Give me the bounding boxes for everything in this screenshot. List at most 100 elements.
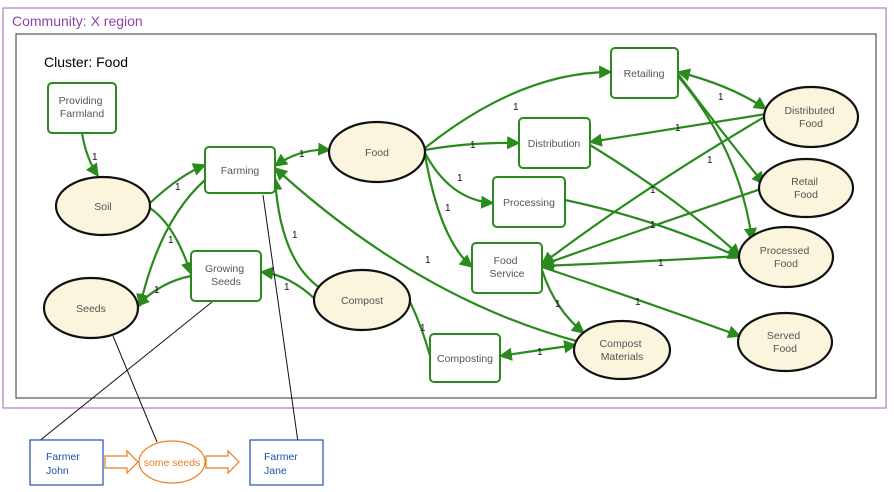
edge-number: 1	[537, 347, 543, 358]
edge-food-food-service	[423, 154, 474, 268]
edge-compost-materials-farming	[274, 167, 581, 344]
edge-food-processing	[424, 152, 495, 209]
farmer-jane-label: Farmer Jane	[264, 451, 301, 477]
label-line: Providing	[59, 95, 103, 107]
label-processing: Processing	[503, 197, 555, 209]
label-line: Compost	[600, 338, 642, 350]
label-line: Service	[489, 268, 524, 280]
node-soil	[54, 175, 152, 237]
label-line: Farmer	[264, 451, 298, 463]
label-line: Served	[767, 330, 800, 342]
edge-number: 1	[420, 323, 426, 334]
edge-farming-food	[273, 142, 332, 167]
edge-number: 1	[299, 149, 305, 160]
edge-distributed-food-food-service	[540, 115, 767, 265]
cluster-title: Cluster: Food	[44, 54, 128, 70]
edge-number-layer: 1 1 1 1 1 1 1 1 1 1 1 1 1 1 1 1 1 1 1 1 …	[92, 92, 724, 358]
edge-retailing-processed-food	[677, 75, 757, 242]
edge-soil-farming	[149, 163, 207, 204]
edge-number: 1	[718, 92, 724, 103]
edge-farmland-soil	[80, 132, 99, 178]
label-line: Food	[774, 258, 798, 270]
node-seeds	[42, 276, 140, 340]
edge-compost-farming	[269, 176, 321, 289]
label-distribution: Distribution	[528, 138, 581, 150]
edge-number: 1	[513, 102, 519, 113]
node-compost	[312, 268, 412, 332]
node-distribution	[518, 117, 591, 169]
label-retailing: Retailing	[624, 68, 665, 80]
label-food: Food	[365, 147, 389, 159]
label-composting: Composting	[437, 353, 493, 365]
edge-number: 1	[292, 230, 298, 241]
node-compost-materials	[572, 319, 672, 381]
node-served-food	[736, 311, 834, 373]
edge-distribution-processed-food	[589, 144, 741, 257]
edge-food-service-compost-materials	[540, 269, 586, 334]
label-retail-food: Retail Food	[791, 176, 821, 201]
line-farming-farmer-jane	[262, 194, 299, 443]
farmer-john-box	[29, 439, 104, 486]
label-line: Seeds	[211, 276, 241, 288]
edge-food-retailing	[424, 65, 613, 149]
line-seeds-some-seeds	[112, 335, 158, 443]
label-line: Farmer	[46, 451, 80, 463]
edge-number: 1	[650, 220, 656, 231]
edge-food-service-served-food	[541, 265, 742, 339]
node-farming	[204, 146, 276, 194]
label-line: Growing	[205, 263, 244, 275]
edge-number: 1	[92, 152, 98, 163]
label-food-service: Food Service	[489, 255, 524, 280]
edge-number: 1	[168, 235, 174, 246]
node-processed-food	[737, 225, 835, 289]
farmer-john-label: Farmer John	[46, 451, 83, 477]
edge-number: 1	[445, 203, 451, 214]
some-seeds-ellipse	[138, 440, 206, 484]
community-frame	[2, 7, 887, 409]
label-line: Materials	[601, 351, 644, 363]
edge-number: 1	[658, 258, 664, 269]
node-label-layer: Providing Farmland Soil Seeds Farming Gr…	[59, 68, 835, 365]
node-distributed-food	[762, 85, 860, 149]
label-line: Food	[799, 118, 823, 130]
edge-number: 1	[425, 255, 431, 266]
label-served-food: Served Food	[767, 330, 803, 355]
label-line: Food	[794, 189, 818, 201]
community-title: Community: X region	[12, 13, 143, 29]
node-retail-food	[757, 157, 855, 219]
label-line: Jane	[264, 465, 287, 477]
label-seeds: Seeds	[76, 303, 106, 315]
label-compost: Compost	[341, 295, 383, 307]
edge-soil-growing-seeds	[149, 207, 194, 276]
edge-number: 1	[470, 140, 476, 151]
resource-nodes	[42, 85, 860, 381]
label-providing-farmland: Providing Farmland	[59, 95, 106, 120]
edge-food-distribution	[424, 136, 521, 152]
arrow-john-to-seeds	[104, 449, 139, 475]
edge-farming-seeds	[136, 179, 206, 308]
edge-number: 1	[175, 182, 181, 193]
edge-number: 1	[284, 282, 290, 293]
label-line: Retail	[791, 176, 818, 188]
edge-number: 1	[707, 155, 713, 166]
edge-number: 1	[675, 123, 681, 134]
label-line: Food	[494, 255, 518, 267]
edge-compost-growing-seeds	[259, 266, 317, 301]
label-processed-food: Processed Food	[760, 245, 813, 270]
label-line: Farmland	[60, 108, 105, 120]
some-seeds-label: some seeds	[144, 457, 201, 469]
label-farming: Farming	[221, 165, 260, 177]
node-composting	[429, 333, 501, 383]
edge-number: 1	[154, 285, 160, 296]
label-line: John	[46, 465, 69, 477]
edge-processed-food-food-service	[540, 254, 741, 273]
node-processing	[492, 176, 566, 228]
node-food-service	[471, 242, 543, 294]
edge-distributed-food-distribution	[588, 112, 767, 147]
label-line: Distributed	[784, 105, 834, 117]
node-growing-seeds	[190, 250, 262, 302]
label-line: Food	[773, 343, 797, 355]
node-providing-farmland	[47, 82, 117, 134]
edge-composting-compost-materials	[498, 340, 578, 361]
